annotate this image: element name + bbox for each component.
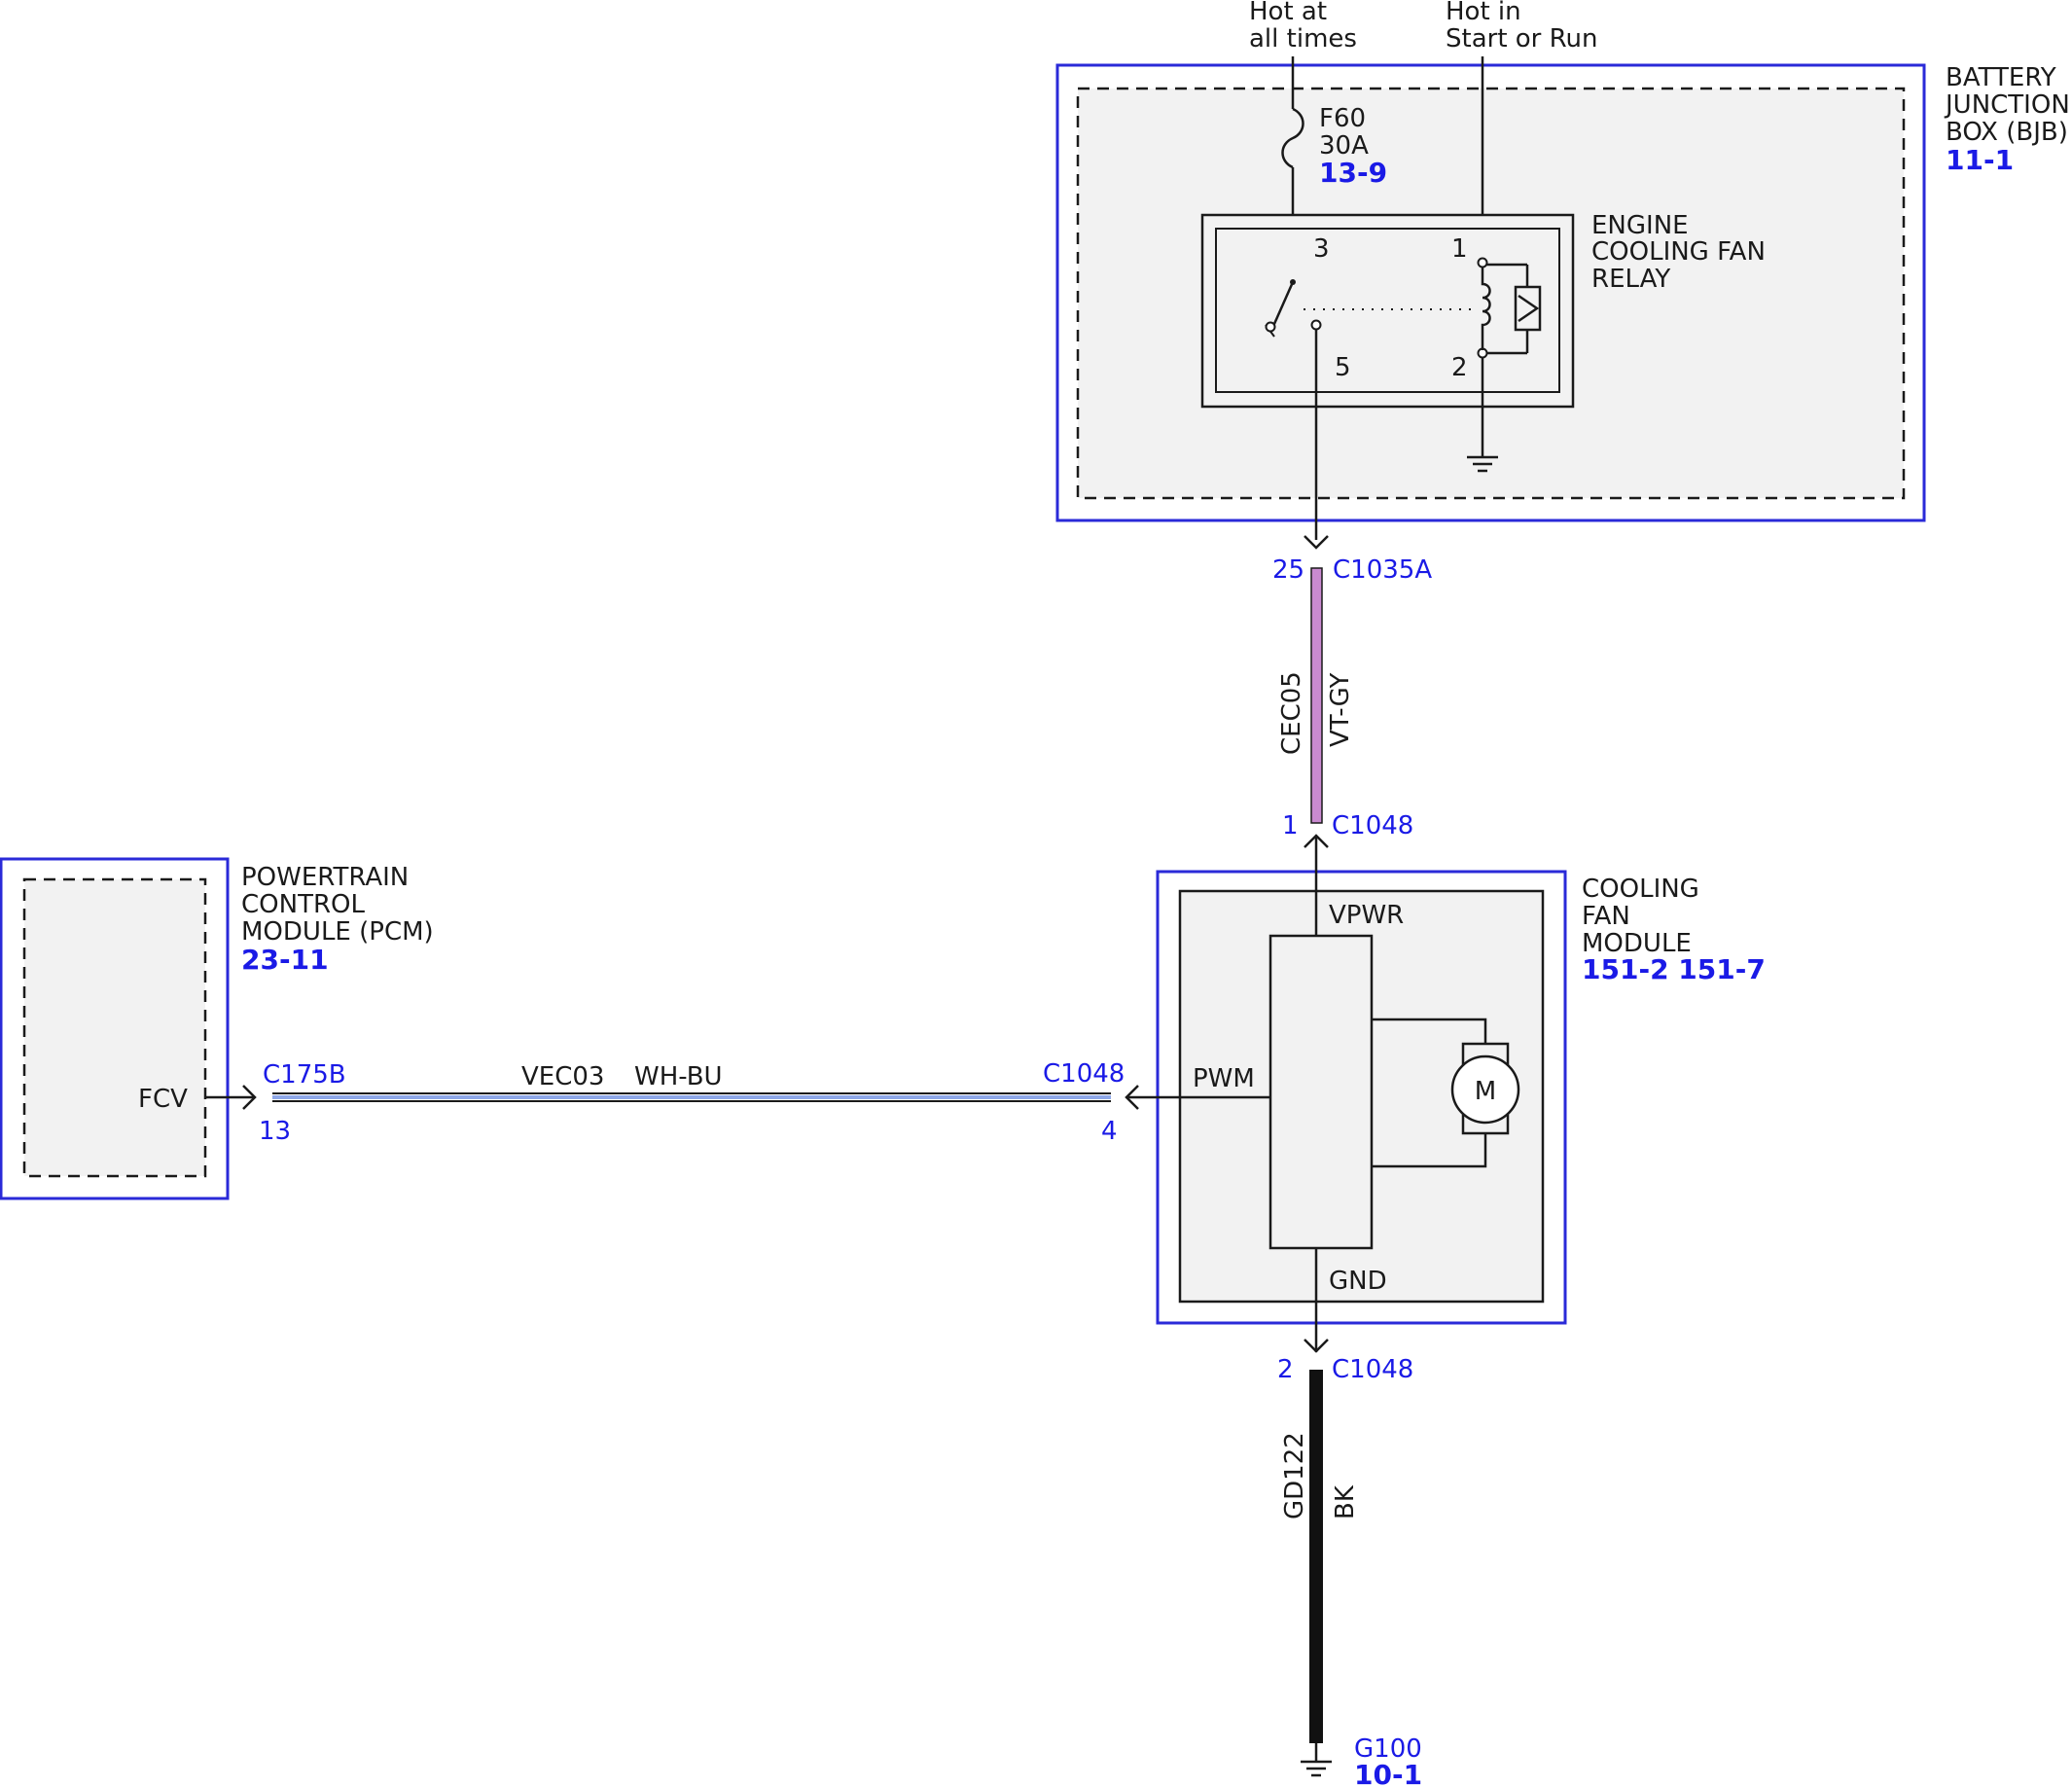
pcm-name-line-1: POWERTRAIN <box>241 863 409 892</box>
connector-c175b-icon <box>242 1085 257 1110</box>
wire-vec03-pin-right: 4 <box>1101 1117 1118 1146</box>
wire-cec05-connector-top[interactable]: C1035A <box>1333 555 1432 585</box>
ground-ref[interactable]: 10-1 <box>1354 1759 1422 1787</box>
gnd-label: GND <box>1329 1267 1387 1296</box>
wire-cec05-connector-bottom[interactable]: C1048 <box>1332 811 1413 840</box>
connector-c1048-bottom-icon <box>1304 1339 1329 1353</box>
pcm-fcv-pin-label: FCV <box>138 1085 188 1114</box>
wire-gd122-pin: 2 <box>1277 1355 1294 1384</box>
relay-pin-5: 5 <box>1335 353 1351 382</box>
bjb-ref[interactable]: 11-1 <box>1946 144 2014 176</box>
motor-label: M <box>1475 1077 1496 1106</box>
relay-name-line-3: RELAY <box>1591 265 1670 294</box>
cooling-fan-module-ref[interactable]: 151-2 151-7 <box>1582 953 1766 985</box>
hot-at-all-times-label-2: all times <box>1249 24 1357 54</box>
relay-coil-icon <box>1477 257 1542 359</box>
pcm-name-line-3: MODULE (PCM) <box>241 917 434 947</box>
wire-vec03-connector-left[interactable]: C175B <box>263 1060 346 1090</box>
ground-name: G100 <box>1354 1734 1422 1764</box>
relay-name-line-1: ENGINE <box>1591 211 1689 240</box>
fuse-rating: 30A <box>1319 131 1369 161</box>
relay-switch-icon <box>1265 279 1474 338</box>
pcm-ref[interactable]: 23-11 <box>241 944 329 976</box>
hot-in-start-label-1: Hot in <box>1446 0 1521 26</box>
wire-cec05-pin-top: 25 <box>1272 555 1304 585</box>
wire-cec05-body[interactable] <box>1310 567 1323 824</box>
pcm-dashed-boundary <box>22 877 207 1178</box>
wire-cec05-color: VT-GY <box>1326 673 1355 747</box>
bjb-name-line-2: JUNCTION <box>1944 90 2070 120</box>
engine-cooling-fan-relay: ENGINE COOLING FAN RELAY 3 1 5 2 <box>1200 211 1766 409</box>
pcm-name-line-2: CONTROL <box>241 890 365 919</box>
hot-at-all-times-label-1: Hot at <box>1249 0 1327 26</box>
connector-c1035a-icon <box>1304 535 1329 550</box>
powertrain-control-module: POWERTRAIN CONTROL MODULE (PCM) 23-11 FC… <box>0 857 434 1200</box>
bjb-name-line-1: BATTERY <box>1946 63 2056 92</box>
vpwr-label: VPWR <box>1329 901 1404 930</box>
pwm-label: PWM <box>1193 1064 1255 1093</box>
fuse-name: F60 <box>1319 104 1366 133</box>
wire-gd122-connector[interactable]: C1048 <box>1332 1355 1413 1384</box>
cooling-fan-module-name-line-2: FAN <box>1582 902 1630 931</box>
wire-cec05-pin-bottom: 1 <box>1282 811 1299 840</box>
wire-vec03-color: WH-BU <box>634 1062 723 1091</box>
hot-in-start-label-2: Start or Run <box>1446 24 1598 54</box>
relay-pin-3: 3 <box>1313 234 1330 264</box>
cooling-fan-module-name-line-3: MODULE <box>1582 929 1692 958</box>
relay-outer-box <box>1200 213 1575 409</box>
bjb-name-line-3: BOX (BJB) <box>1946 118 2068 147</box>
cooling-fan-module: COOLING FAN MODULE 151-2 151-7 VPWR PWM … <box>1140 856 1766 1352</box>
wire-gd122: 2 C1048 GD122 BK G100 10-1 <box>1277 1339 1422 1787</box>
fuse-icon <box>1281 107 1304 169</box>
wire-cec05: 25 C1035A 1 C1048 CEC05 VT-GY <box>1272 535 1432 856</box>
relay-inner-box <box>1215 228 1560 393</box>
wire-vec03-connector-right[interactable]: C1048 <box>1043 1059 1125 1089</box>
cooling-fan-module-name-line-1: COOLING <box>1582 875 1699 904</box>
wire-gd122-circuit: GD122 <box>1280 1432 1309 1519</box>
fuse-ref[interactable]: 13-9 <box>1319 157 1387 189</box>
battery-junction-box: BATTERY JUNCTION BOX (BJB) 11-1 <box>1055 63 2070 522</box>
relay-pin-1: 1 <box>1451 234 1468 264</box>
wire-vec03-circuit: VEC03 <box>521 1062 604 1091</box>
wire-vec03-body[interactable] <box>272 1092 1111 1102</box>
wire-gd122-color: BK <box>1331 1484 1360 1519</box>
wire-cec05-circuit: CEC05 <box>1277 671 1306 755</box>
ground-g100-icon <box>1301 1760 1332 1777</box>
relay-pin-2: 2 <box>1451 353 1468 382</box>
wire-vec03-pin-left: 13 <box>259 1117 291 1146</box>
wire-gd122-body[interactable] <box>1309 1370 1323 1743</box>
cooling-fan-controller <box>1268 934 1374 1250</box>
relay-name-line-2: COOLING FAN <box>1591 237 1766 267</box>
wire-vec03: C175B 13 VEC03 WH-BU C1048 4 <box>205 1059 1140 1146</box>
bjb-ground-icon <box>1467 455 1498 473</box>
motor-icon: M <box>1372 1018 1520 1168</box>
